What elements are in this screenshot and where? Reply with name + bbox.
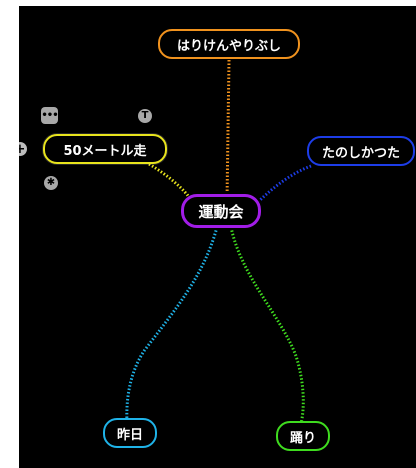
- branch-node-top-label: はりけんやりぶし: [176, 38, 281, 54]
- branch-node-bottom-right-label: 踊り: [289, 430, 316, 446]
- root-node-label: 運動会: [198, 202, 244, 221]
- connector-left: [148, 162, 193, 201]
- branch-node-left-label: 50メートル走: [63, 143, 147, 159]
- branch-node-right[interactable]: たのしかつた: [307, 136, 415, 166]
- branch-node-top[interactable]: はりけんやりぶし: [158, 29, 300, 59]
- branch-node-bottom-right[interactable]: 踊り: [276, 421, 330, 451]
- more-icon[interactable]: •••: [41, 107, 59, 124]
- connector-lines: [125, 59, 312, 425]
- connector-top: [225, 59, 231, 201]
- mindmap-canvas[interactable]: 運動会 はりけんやりぶし たのしかつた 50メートル走 昨日 踊り ••• T …: [19, 6, 416, 468]
- add-icon[interactable]: +: [19, 142, 27, 156]
- branch-node-left[interactable]: 50メートル走: [43, 134, 167, 164]
- connector-bottom-right: [229, 226, 305, 425]
- top-connector-icon[interactable]: T: [138, 109, 152, 123]
- connector-right: [254, 164, 312, 206]
- branch-node-right-label: たのしかつた: [321, 145, 400, 161]
- asterisk-icon[interactable]: ✱: [44, 176, 58, 190]
- connector-bottom-left: [125, 226, 219, 423]
- branch-node-bottom-left[interactable]: 昨日: [103, 418, 157, 448]
- branch-node-bottom-left-label: 昨日: [116, 427, 143, 443]
- root-node[interactable]: 運動会: [181, 194, 261, 228]
